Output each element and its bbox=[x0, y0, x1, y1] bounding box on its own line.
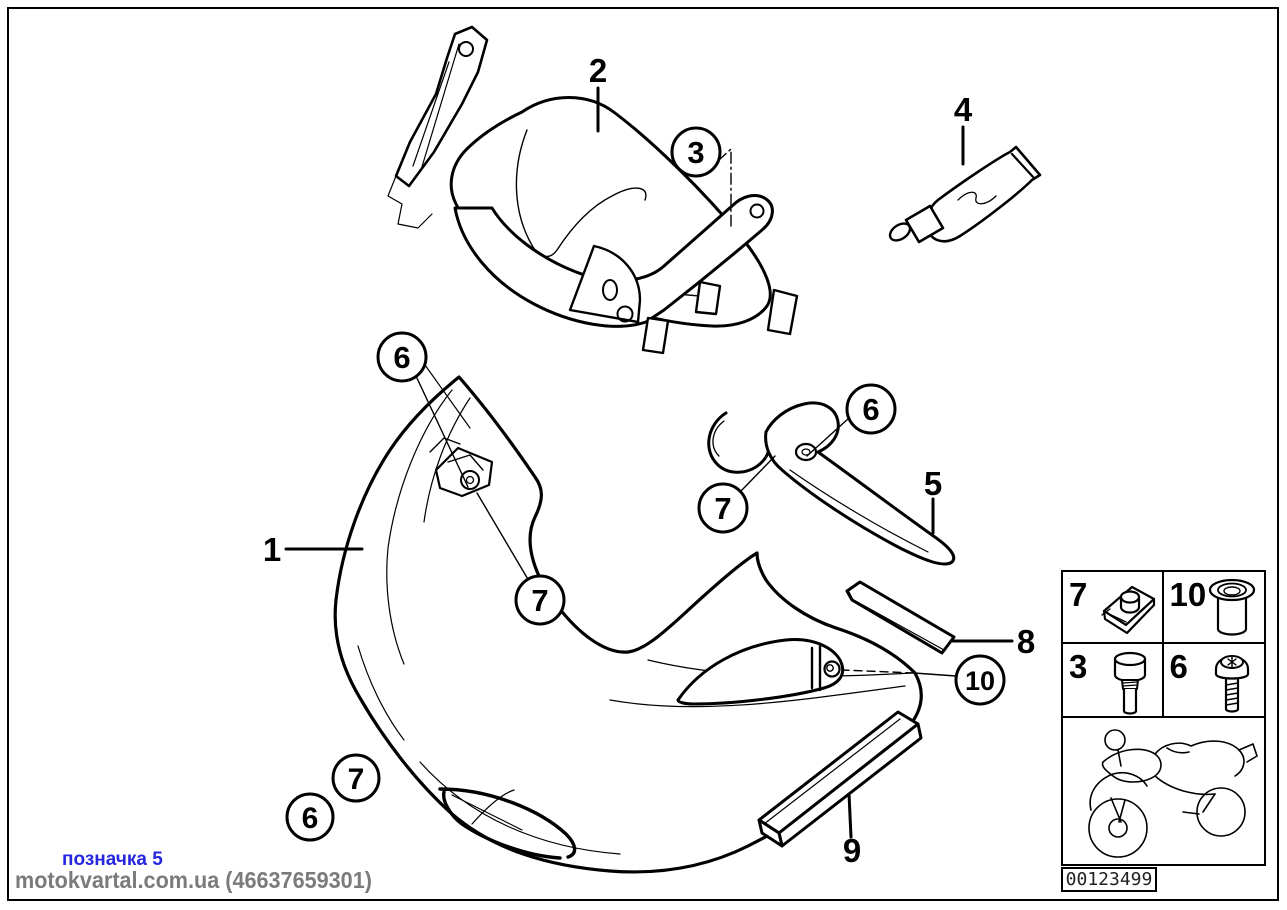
bracket-thin-line bbox=[789, 469, 929, 553]
callout-circle-7c: 7 bbox=[331, 753, 381, 803]
legend-number-6: 6 bbox=[1169, 648, 1188, 685]
callout-circle-6a: 6 bbox=[376, 331, 428, 383]
svg-text:6: 6 bbox=[862, 392, 879, 427]
legend-number-3: 3 bbox=[1069, 648, 1088, 685]
callout-circle-6c: 6 bbox=[285, 792, 335, 842]
legend-vehicle-cell bbox=[1063, 718, 1264, 869]
bracket-oval-hole bbox=[602, 279, 618, 301]
mount-clip-hole bbox=[460, 470, 480, 490]
foam-strip bbox=[757, 710, 923, 848]
svg-text:7: 7 bbox=[531, 583, 548, 618]
glue-tube bbox=[888, 145, 1042, 244]
diagram-border-frame bbox=[7, 7, 1279, 901]
pan-head-screw-icon bbox=[1204, 647, 1260, 722]
grommet-hole bbox=[823, 660, 841, 678]
watermark-source: motokvartal.com.ua (46637659301) bbox=[15, 867, 372, 893]
strip8-lines bbox=[848, 591, 945, 651]
strip9-end-cap bbox=[757, 818, 784, 848]
callout-1: 1 bbox=[263, 531, 281, 568]
collar-sleeve-icon bbox=[1204, 575, 1260, 646]
callout-9: 9 bbox=[843, 832, 861, 869]
tube-squiggle bbox=[957, 191, 997, 205]
parts-legend: 7 10 bbox=[1061, 570, 1266, 866]
right-opening-bar bbox=[810, 644, 822, 692]
left-headlight-opening bbox=[438, 787, 577, 860]
strap-thin-lines bbox=[387, 43, 460, 229]
bracket-curl-inner bbox=[712, 420, 725, 457]
legend-number-10: 10 bbox=[1169, 576, 1207, 613]
callout-4: 4 bbox=[954, 91, 973, 128]
bracket-screw-hole bbox=[794, 442, 818, 462]
shoulder-screw-icon bbox=[1102, 647, 1158, 722]
leader-7a bbox=[476, 492, 530, 582]
leader-10-solid bbox=[913, 672, 957, 677]
strap-hole bbox=[458, 41, 474, 57]
leader-lines bbox=[284, 86, 1014, 839]
callout-circle-7a: 7 bbox=[514, 574, 566, 626]
leader-10-dashed bbox=[841, 669, 915, 674]
callout-circle-6b: 6 bbox=[845, 383, 897, 435]
watermark-label: позначка 5 bbox=[62, 849, 163, 870]
windshield-carrier-frame bbox=[453, 194, 774, 328]
grommet-hole-inner bbox=[826, 664, 834, 672]
legend-cell-6: 6 bbox=[1163, 644, 1264, 718]
callout-8: 8 bbox=[1017, 623, 1035, 660]
left-opening-thin-lines bbox=[451, 789, 523, 831]
strip9-thin-line bbox=[763, 718, 901, 825]
diagram-number: 00123499 bbox=[1065, 869, 1153, 890]
carrier-hole-left bbox=[616, 305, 634, 323]
leader-9 bbox=[847, 792, 853, 839]
tube-crimp-line bbox=[1010, 152, 1036, 180]
diagram-number-box: 00123499 bbox=[1061, 867, 1157, 892]
callouts: 1 2 4 5 8 9 3 6 7 6 7 bbox=[263, 52, 1035, 869]
bracket-body bbox=[764, 401, 956, 566]
clip-nut-icon bbox=[1096, 575, 1158, 646]
side-bracket bbox=[707, 401, 956, 566]
legend-cell-3: 3 bbox=[1063, 644, 1164, 718]
callout-2: 2 bbox=[589, 52, 607, 89]
mount-clip-hole-inner bbox=[465, 475, 475, 485]
legend-cell-7: 7 bbox=[1063, 572, 1164, 644]
tube-tip bbox=[888, 222, 912, 242]
bracket-screw-hole-inner bbox=[801, 448, 811, 456]
callout-circle-7b: 7 bbox=[697, 482, 749, 534]
svg-text:6: 6 bbox=[393, 340, 410, 375]
motorcycle-icon bbox=[1088, 729, 1258, 858]
right-headlight-opening bbox=[676, 638, 845, 706]
leader-6a bbox=[415, 375, 469, 488]
callout-circle-10: 10 bbox=[954, 654, 1006, 706]
callout-circle-3: 3 bbox=[670, 126, 722, 178]
callout-5: 5 bbox=[924, 465, 942, 502]
carrier-hole-arm bbox=[749, 203, 765, 219]
adhesive-strip bbox=[845, 580, 956, 655]
strip8-outline bbox=[845, 580, 956, 655]
svg-text:7: 7 bbox=[714, 491, 731, 526]
legend-number-7: 7 bbox=[1069, 576, 1088, 613]
svg-text:7: 7 bbox=[348, 763, 365, 796]
svg-text:10: 10 bbox=[965, 666, 995, 696]
leader-6b bbox=[806, 417, 850, 457]
leader-7b bbox=[739, 455, 776, 493]
svg-text:3: 3 bbox=[687, 135, 704, 170]
tube-cap bbox=[904, 204, 945, 244]
legend-cell-10: 10 bbox=[1163, 572, 1264, 646]
carrier-tabs bbox=[641, 280, 799, 355]
windshield-assembly bbox=[387, 25, 799, 355]
leader-3-dashdot bbox=[717, 148, 732, 227]
svg-text:6: 6 bbox=[302, 802, 319, 835]
